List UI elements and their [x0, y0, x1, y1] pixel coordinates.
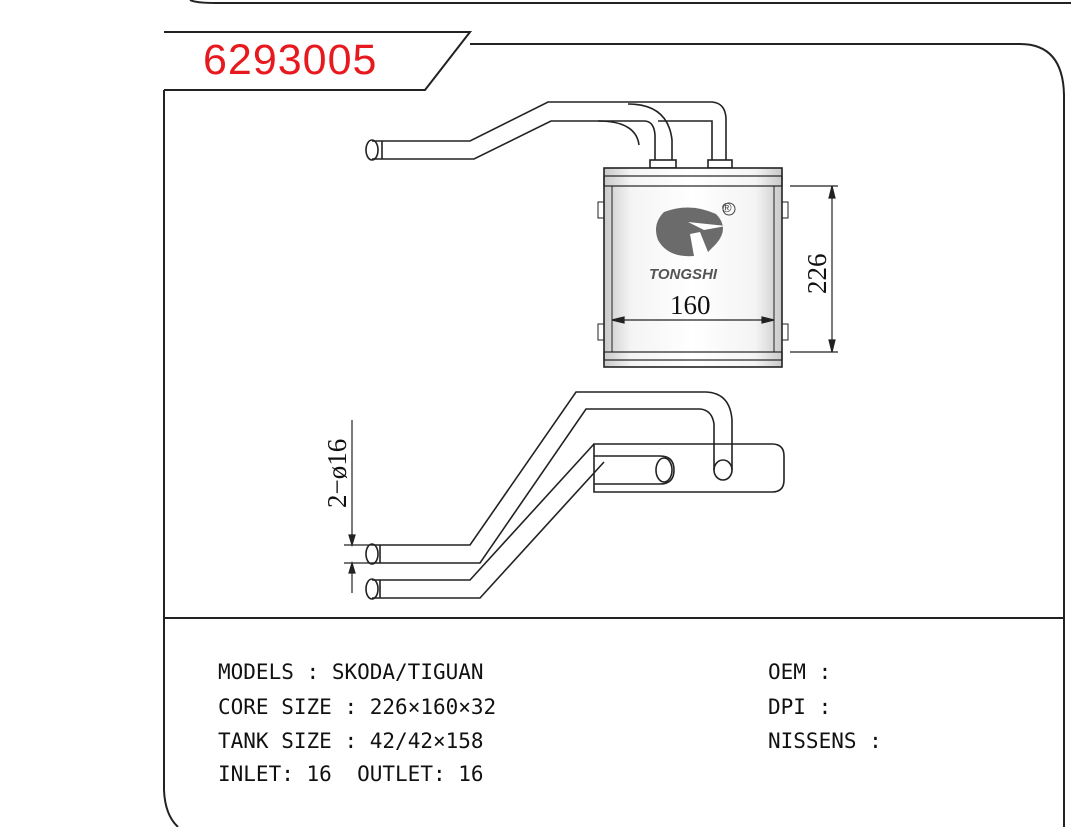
pipe-diameter-dimension [344, 420, 372, 593]
spec-tank-size-value: 42/42×158 [369, 729, 484, 753]
spec-separator: : [344, 695, 358, 719]
spec-core-size-label: CORE SIZE [218, 695, 332, 719]
pipe-diameter-label: 2−ø16 [322, 439, 352, 508]
registered-mark: ® [722, 200, 732, 215]
spec-separator: : [869, 729, 882, 753]
spec-inlet-outlet: INLET: 16 OUTLET: 16 [218, 762, 484, 786]
height-dimension-label: 226 [802, 254, 832, 295]
spec-nissens-label: NISSENS [768, 729, 857, 753]
side-view [365, 391, 785, 600]
spec-dpi: DPI : [768, 695, 831, 719]
spec-separator: : [344, 729, 358, 753]
spec-tank-size: TANK SIZE : 42/42×158 [218, 729, 484, 753]
spec-outlet-value: 16 [458, 762, 484, 786]
drawing-frame [163, 0, 1071, 827]
spec-separator: : [818, 660, 832, 684]
height-dimension [790, 185, 838, 353]
spec-outlet-label: OUTLET: [357, 762, 446, 786]
spec-models-label: MODELS [218, 660, 294, 684]
spec-models: MODELS : SKODA/TIGUAN [218, 660, 484, 684]
heater-core [597, 167, 789, 368]
spec-oem: OEM : [768, 660, 831, 684]
spec-models-value: SKODA/TIGUAN [331, 660, 484, 684]
spec-inlet-label: INLET: [218, 762, 294, 786]
width-dimension-label: 160 [670, 290, 711, 320]
spec-nissens: NISSENS : [768, 729, 882, 753]
top-pipes [365, 101, 733, 169]
part-number: 6293005 [203, 36, 378, 84]
brand-logo-icon [656, 202, 736, 257]
spec-core-size: CORE SIZE : 226×160×32 [218, 695, 496, 719]
spec-inlet-value: 16 [306, 762, 332, 786]
brand-name: TONGSHI [649, 266, 718, 283]
spec-separator: : [306, 660, 320, 684]
spec-oem-label: OEM [768, 660, 806, 684]
spec-tank-size-label: TANK SIZE [218, 729, 332, 753]
spec-core-size-value: 226×160×32 [369, 695, 497, 719]
width-dimension [611, 316, 775, 324]
spec-dpi-label: DPI [768, 695, 806, 719]
spec-separator: : [818, 695, 832, 719]
